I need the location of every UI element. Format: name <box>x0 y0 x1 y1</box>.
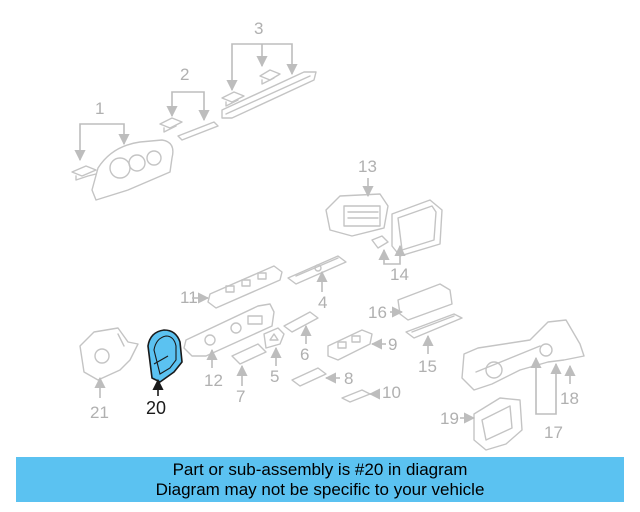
part-7-blank-cover[interactable] <box>231 343 267 365</box>
callout-4: 4 <box>318 293 327 312</box>
leader-1 <box>74 123 130 162</box>
callout-18: 18 <box>560 389 579 408</box>
part-21-side-trim[interactable] <box>79 327 139 381</box>
part-20-body <box>147 329 183 383</box>
leader-17 <box>530 356 562 415</box>
callout-21: 21 <box>90 403 109 422</box>
part-20-inner-edge <box>153 335 177 375</box>
callout-1: 1 <box>95 99 104 118</box>
part-10-plug[interactable] <box>341 389 371 403</box>
part-3-long-trim-strip[interactable] <box>221 69 317 119</box>
callout-14: 14 <box>390 265 409 284</box>
part-4-switch-panel[interactable] <box>287 255 347 285</box>
part-17-panel-carrier[interactable] <box>461 319 585 391</box>
part-9-switch-bezel[interactable] <box>327 329 373 361</box>
parts-diagram: 1 2 3 13 14 4 <box>71 19 585 451</box>
part-19-glove-box[interactable] <box>473 397 523 451</box>
part-11-switch-bezel[interactable] <box>207 265 283 309</box>
banner-line-1: Part or sub-assembly is #20 in diagram <box>172 459 468 479</box>
part-1-cluster-bezel[interactable] <box>71 139 174 201</box>
callout-19: 19 <box>440 409 459 428</box>
part-8-blank-cover[interactable] <box>291 367 327 387</box>
callout-6: 6 <box>300 345 309 364</box>
part-6-trim-cover[interactable] <box>283 311 319 333</box>
part-20-crease <box>153 355 169 365</box>
callout-8: 8 <box>344 369 353 388</box>
callout-13: 13 <box>358 157 377 176</box>
callout-12: 12 <box>204 371 223 390</box>
part-2-trim-strip[interactable] <box>159 117 219 141</box>
callout-3: 3 <box>254 19 263 38</box>
leader-14 <box>378 244 406 265</box>
banner-line-2: Diagram may not be specific to your vehi… <box>155 479 485 499</box>
callout-5: 5 <box>270 367 279 386</box>
callout-17: 17 <box>544 423 563 442</box>
part-13-center-vent[interactable] <box>325 193 389 237</box>
part-12-center-bezel[interactable] <box>183 303 275 357</box>
callout-15: 15 <box>418 357 437 376</box>
callout-16: 16 <box>368 303 387 322</box>
callout-20: 20 <box>146 398 166 418</box>
callout-9: 9 <box>388 335 397 354</box>
callout-7: 7 <box>236 387 245 406</box>
info-banner: Part or sub-assembly is #20 in diagram D… <box>16 457 624 502</box>
part-20-highlighted-panel[interactable] <box>147 329 183 383</box>
part-16-trim-panel[interactable] <box>397 283 453 321</box>
part-5-hazard-switch[interactable] <box>263 327 285 349</box>
callout-10: 10 <box>382 383 401 402</box>
callout-11: 11 <box>180 288 198 307</box>
callout-2: 2 <box>180 65 189 84</box>
leader-2 <box>166 91 210 122</box>
part-15-tray-mat[interactable] <box>405 313 463 339</box>
